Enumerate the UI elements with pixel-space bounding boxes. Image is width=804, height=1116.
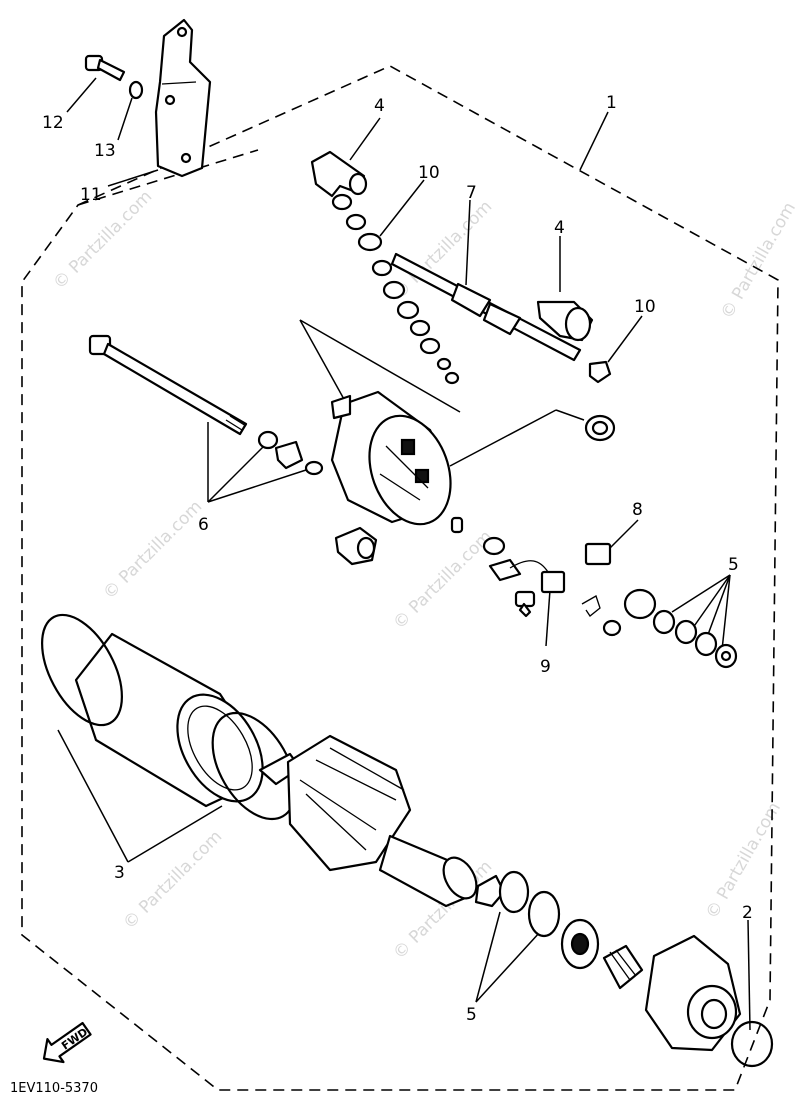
o-ring-small (304, 460, 324, 476)
small-screw-part (602, 619, 622, 637)
callout-10-right: 10 (634, 297, 656, 317)
callout-11: 11 (80, 185, 102, 205)
rear-cover-part (330, 390, 452, 526)
o-ring-front (41, 613, 123, 727)
nut-part (588, 360, 612, 384)
callout-7: 7 (466, 183, 477, 203)
watermark-layer: © Partzilla.com © Partzilla.com © Partzi… (49, 187, 800, 964)
circlip-part (474, 874, 506, 908)
pin-part (450, 516, 464, 534)
brush-screw-part (514, 590, 536, 618)
watermark: © Partzilla.com (99, 497, 206, 604)
terminal-washer-stack (331, 193, 460, 385)
washer-part (128, 80, 144, 100)
callout-9: 9 (540, 657, 551, 677)
callout-6: 6 (198, 515, 209, 535)
callout-5-left: 5 (466, 1005, 477, 1025)
brush-holder-cap-part (536, 300, 594, 342)
through-bolt-washer (257, 430, 279, 450)
fwd-arrow: FWD (42, 1021, 92, 1064)
leader-lines (57, 77, 751, 1031)
through-bolt-part (88, 334, 248, 436)
brush-plate-bracket (334, 526, 378, 566)
bracket-outline (77, 149, 259, 206)
callout-10-top: 10 (418, 163, 440, 183)
bolt-part (84, 54, 126, 82)
callout-layer: 1 4 10 7 4 10 12 13 11 6 8 5 9 3 5 2 (42, 93, 753, 1025)
shim-washer-stack-right (652, 609, 738, 669)
front-o-ring (730, 1020, 774, 1068)
needle-bearing-part (602, 944, 644, 990)
armature-part (258, 734, 478, 908)
spring-clip-part (581, 595, 601, 617)
bushing-part (623, 588, 657, 620)
watermark: © Partzilla.com (49, 187, 156, 294)
watermark: © Partzilla.com (389, 527, 496, 634)
diagram-code: 1EV110-5370 (10, 1081, 98, 1096)
callout-12: 12 (42, 113, 64, 133)
bracket-part (154, 18, 212, 178)
shim-washer-a (498, 870, 530, 914)
callout-3: 3 (114, 863, 125, 883)
callout-4-top: 4 (374, 96, 385, 116)
callout-4-right: 4 (554, 218, 565, 238)
rear-bearing-part (584, 414, 616, 442)
brush-part (540, 570, 566, 594)
o-ring-rear (211, 711, 297, 821)
insulator-washer (482, 536, 506, 556)
watermark: © Partzilla.com (717, 199, 800, 323)
watermark: © Partzilla.com (119, 827, 226, 934)
front-bearing-part (560, 918, 600, 970)
brush-spring-part (584, 542, 612, 566)
callout-2: 2 (742, 903, 753, 923)
lock-plate-part (274, 440, 304, 470)
callout-8: 8 (632, 500, 643, 520)
shim-washer-b (527, 890, 561, 938)
callout-1: 1 (606, 93, 617, 113)
front-housing-part (644, 934, 742, 1052)
terminal-bolt-part (390, 252, 582, 362)
terminal-cap-part (310, 150, 368, 198)
brush-lead-part (488, 558, 549, 582)
callout-5-right: 5 (728, 555, 739, 575)
assembly-outline (21, 65, 779, 1091)
callout-13: 13 (94, 141, 116, 161)
